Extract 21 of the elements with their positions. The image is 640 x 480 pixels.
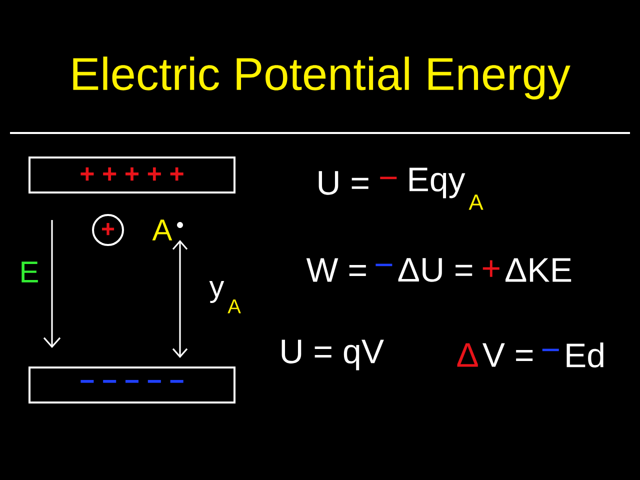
subscript: A: [468, 194, 484, 210]
title: Electric Potential Energy: [73, 56, 570, 100]
sign: −: [380, 176, 397, 180]
delta-symbol: Δ: [457, 343, 478, 367]
equation: U = qV: [282, 340, 384, 370]
equation-part: ΔKE: [506, 258, 572, 282]
equation-part: V =: [482, 343, 533, 367]
subscript: A: [228, 299, 241, 314]
sign: −: [542, 348, 559, 352]
point-label: A: [152, 220, 172, 240]
distance-label: y: [209, 280, 224, 304]
sign: −: [376, 264, 392, 266]
equation-part: W =: [306, 258, 366, 282]
equation-part: Ed: [566, 342, 604, 368]
equation-part: ΔU =: [398, 258, 472, 282]
equation-part: U =: [318, 171, 368, 195]
field-label: E: [22, 262, 38, 282]
negative-plate: − − − − −: [28, 366, 236, 404]
positive-plate: + + + + +: [28, 156, 236, 194]
sign: +: [482, 260, 500, 277]
equation-part: Eqy: [410, 168, 466, 198]
